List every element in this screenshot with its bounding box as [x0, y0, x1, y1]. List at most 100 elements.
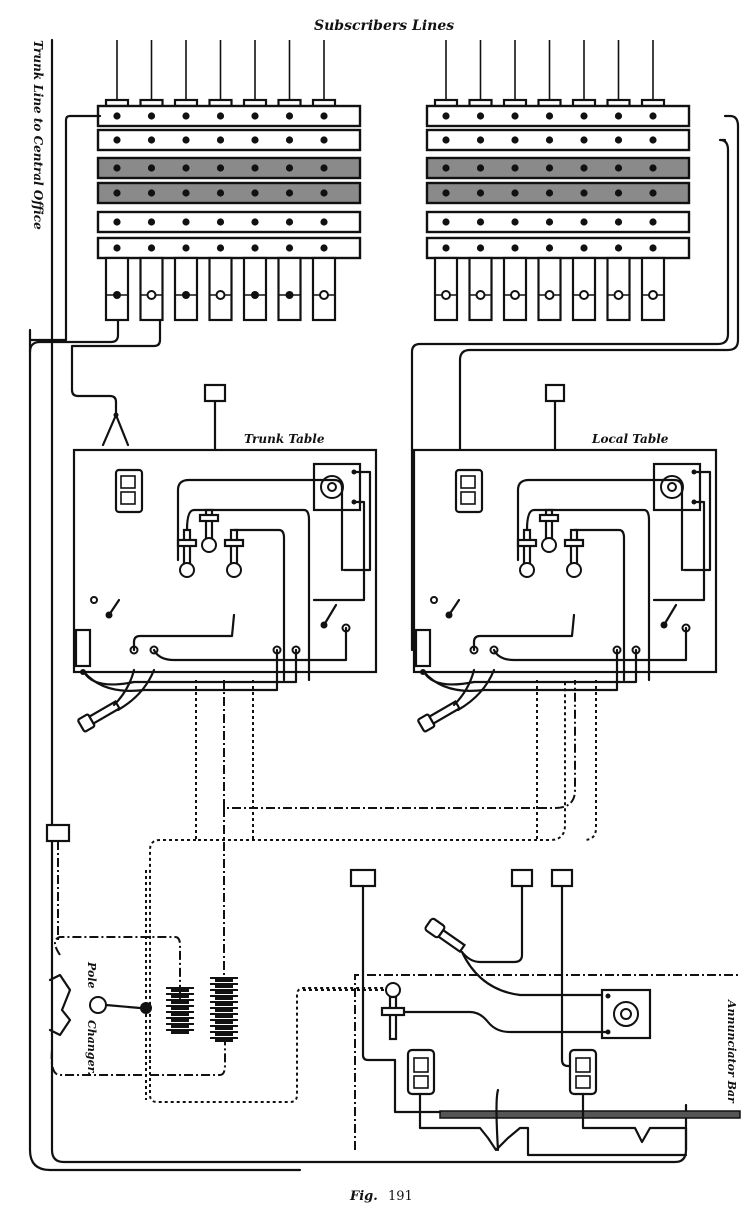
contact: [430, 596, 438, 604]
jack: [285, 244, 294, 252]
plug-wire: [232, 528, 286, 682]
jack: [580, 244, 588, 252]
key-lever: [430, 596, 461, 619]
plug-wire: [185, 508, 311, 682]
jack: [511, 244, 519, 252]
plug-shank: [182, 528, 192, 567]
jack: [147, 112, 156, 120]
battery-cell: [215, 1014, 233, 1018]
terminal-box: [45, 823, 71, 843]
jack: [614, 218, 623, 226]
drop-indicator-open: [146, 290, 157, 300]
jack: [182, 244, 190, 252]
plug-ball: [226, 562, 242, 578]
panel-wire: [152, 626, 348, 662]
jack: [442, 244, 450, 252]
jack: [511, 136, 519, 144]
jack: [113, 136, 121, 144]
buzzer: [652, 462, 702, 512]
jack: [285, 218, 294, 226]
coil-part: [460, 475, 476, 489]
jack: [580, 218, 588, 226]
annunciator-wire-3: [560, 884, 582, 1068]
handle: [427, 700, 461, 725]
drop-indicator-open: [579, 290, 589, 300]
buzzer-wire: [312, 500, 366, 602]
jack: [476, 164, 485, 172]
drop-shutter: [173, 256, 199, 322]
jack: [147, 244, 156, 252]
jack: [545, 136, 554, 144]
jack: [580, 189, 588, 197]
battery-cell: [215, 1038, 233, 1042]
terminal-box: [510, 868, 534, 888]
drop-shutter: [311, 256, 337, 322]
left-junction: [101, 413, 130, 447]
jack: [320, 164, 328, 172]
jack: [147, 189, 156, 197]
plug-collar: [198, 513, 220, 523]
plug-ball: [201, 537, 217, 553]
plug-ball: [519, 562, 535, 578]
pivot: [320, 621, 328, 629]
left-jack-wire-b: [28, 318, 120, 354]
drop-indicator-open: [441, 290, 451, 300]
jack: [216, 244, 225, 252]
drop-shutter: [468, 256, 493, 322]
jack: [545, 112, 554, 120]
trunk-return-wire: [28, 328, 302, 1172]
plug-collar: [538, 513, 560, 523]
shaded-jack-strip: [425, 181, 691, 205]
jack: [251, 112, 259, 120]
pole-changer-label-1: Pole: [85, 961, 98, 989]
jack: [476, 112, 485, 120]
jack: [511, 164, 519, 172]
jack: [216, 164, 225, 172]
receiver-hook: [414, 628, 432, 675]
battery-large: [210, 977, 238, 1042]
lever: [662, 603, 678, 627]
annunciator-bar: [439, 1110, 741, 1119]
shaded-jack-strip: [425, 156, 691, 180]
interconnect-dotted-4: [583, 680, 597, 841]
plug-collar: [516, 538, 538, 548]
jack: [147, 218, 156, 226]
drop-relay-right: [568, 1048, 598, 1096]
jack: [545, 244, 554, 252]
receiver-hook: [74, 628, 92, 675]
battery-cell: [171, 1000, 189, 1004]
jack: [285, 164, 294, 172]
jack: [285, 112, 294, 120]
handset: [424, 917, 467, 954]
hook-body: [74, 628, 92, 668]
jack: [182, 218, 190, 226]
jack: [320, 244, 328, 252]
battery-cell: [215, 1032, 233, 1036]
shaded-jack-strip: [96, 156, 362, 180]
jack: [113, 244, 121, 252]
jack: [442, 112, 450, 120]
annunciator-wire-2: [460, 884, 524, 964]
buzzer-center: [327, 482, 337, 492]
jack: [649, 164, 657, 172]
interconnect-dashdot: [223, 680, 576, 809]
pole-changer-label-2: Changer.: [85, 1020, 98, 1075]
jack: [251, 136, 259, 144]
jack: [251, 189, 259, 197]
jack: [251, 244, 259, 252]
jack: [649, 112, 657, 120]
plug-wire: [516, 478, 684, 572]
jack: [216, 112, 225, 120]
coil-part: [120, 475, 136, 489]
trunk-line-label: Trunk Line to Central Office: [31, 40, 45, 230]
plug-collar: [176, 538, 198, 548]
drop-shutter: [242, 256, 268, 322]
bar-latch: [495, 1088, 500, 1152]
panel-wire: [132, 613, 236, 652]
jack: [442, 164, 450, 172]
jack: [476, 244, 485, 252]
handle: [87, 700, 121, 725]
lever: [322, 603, 338, 627]
contact: [90, 596, 98, 604]
drop-indicator-open: [475, 290, 486, 300]
